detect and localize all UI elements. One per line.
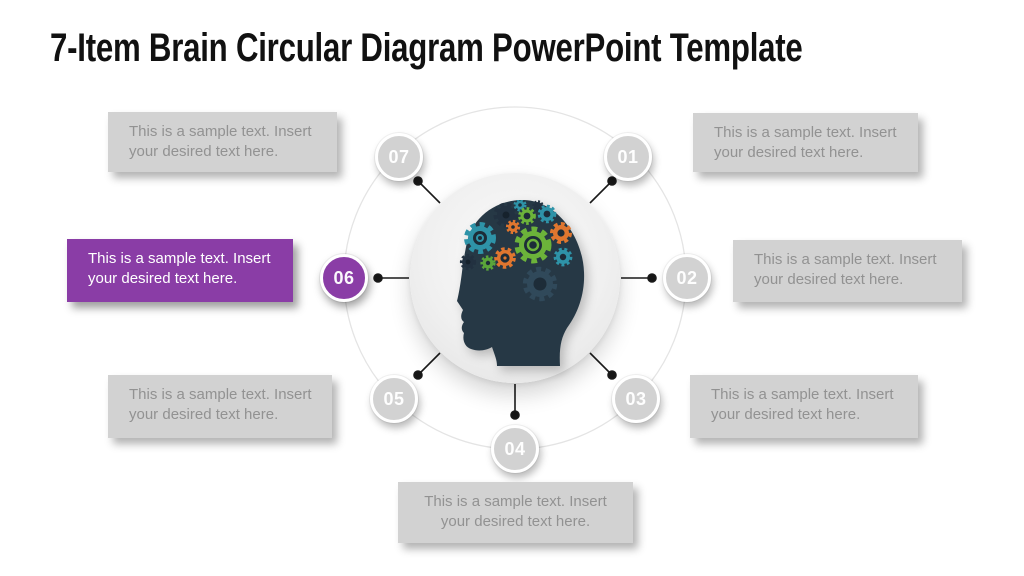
item-circle-01: 01 xyxy=(604,133,652,181)
item-number: 03 xyxy=(625,388,647,409)
sample-text-line: your desired text here. xyxy=(129,143,279,160)
item-textbox-03: This is a sample text. Insert your desir… xyxy=(690,375,918,438)
center-circle xyxy=(410,173,620,383)
item-circle-03: 03 xyxy=(612,375,660,423)
sample-text-line: your desired text here. xyxy=(440,513,591,530)
connector-dot xyxy=(413,176,423,186)
item-circle-07: 07 xyxy=(375,133,423,181)
head-with-gears-icon xyxy=(457,200,585,366)
item-textbox-06: This is a sample text. Insert your desir… xyxy=(67,239,293,302)
item-number: 04 xyxy=(504,438,526,459)
sample-text-line: your desired text here. xyxy=(714,144,864,161)
connector-dot xyxy=(373,273,383,283)
sample-text-line: This is a sample text. Insert xyxy=(711,386,894,403)
item-textbox-01: This is a sample text. Insert your desir… xyxy=(693,113,918,172)
connector-dot xyxy=(510,410,520,420)
item-number: 07 xyxy=(388,146,410,167)
item-textbox-02: This is a sample text. Insert your desir… xyxy=(733,240,962,302)
item-number: 06 xyxy=(333,267,355,288)
item-circle-04: 04 xyxy=(491,425,539,473)
sample-text-line: This is a sample text. Insert xyxy=(424,493,607,510)
sample-text-line: This is a sample text. Insert xyxy=(129,123,312,140)
connector-04 xyxy=(510,384,520,420)
connector-dot xyxy=(607,176,617,186)
connector-dot xyxy=(607,370,617,380)
connector-03 xyxy=(589,352,617,380)
sample-text-line: This is a sample text. Insert xyxy=(129,386,312,403)
item-circle-05: 05 xyxy=(370,375,418,423)
item-textbox-05: This is a sample text. Insert your desir… xyxy=(108,375,332,438)
slide-title: 7-Item Brain Circular Diagram PowerPoint… xyxy=(50,26,803,70)
connector-05 xyxy=(413,352,441,380)
sample-text-line: This is a sample text. Insert xyxy=(714,124,897,141)
item-textbox-04: This is a sample text. Insert your desir… xyxy=(398,482,633,543)
item-textbox-07: This is a sample text. Insert your desir… xyxy=(108,112,337,172)
connector-01 xyxy=(589,176,617,204)
item-number: 05 xyxy=(383,388,405,409)
connector-07 xyxy=(413,176,441,204)
sample-text-line: This is a sample text. Insert xyxy=(88,250,271,267)
connector-dot xyxy=(647,273,657,283)
sample-text-line: This is a sample text. Insert xyxy=(754,251,937,268)
connector-02 xyxy=(621,273,657,283)
connector-06 xyxy=(373,273,409,283)
sample-text-line: your desired text here. xyxy=(88,270,238,287)
gears-icon xyxy=(459,200,573,302)
item-number: 01 xyxy=(617,146,639,167)
sample-text-line: your desired text here. xyxy=(711,406,861,423)
item-number: 02 xyxy=(676,267,698,288)
sample-text-line: your desired text here. xyxy=(129,406,279,423)
item-circle-06: 06 xyxy=(320,254,368,302)
sample-text-line: your desired text here. xyxy=(754,271,904,288)
head-silhouette xyxy=(457,200,585,366)
item-circle-02: 02 xyxy=(663,254,711,302)
connector-dot xyxy=(413,370,423,380)
